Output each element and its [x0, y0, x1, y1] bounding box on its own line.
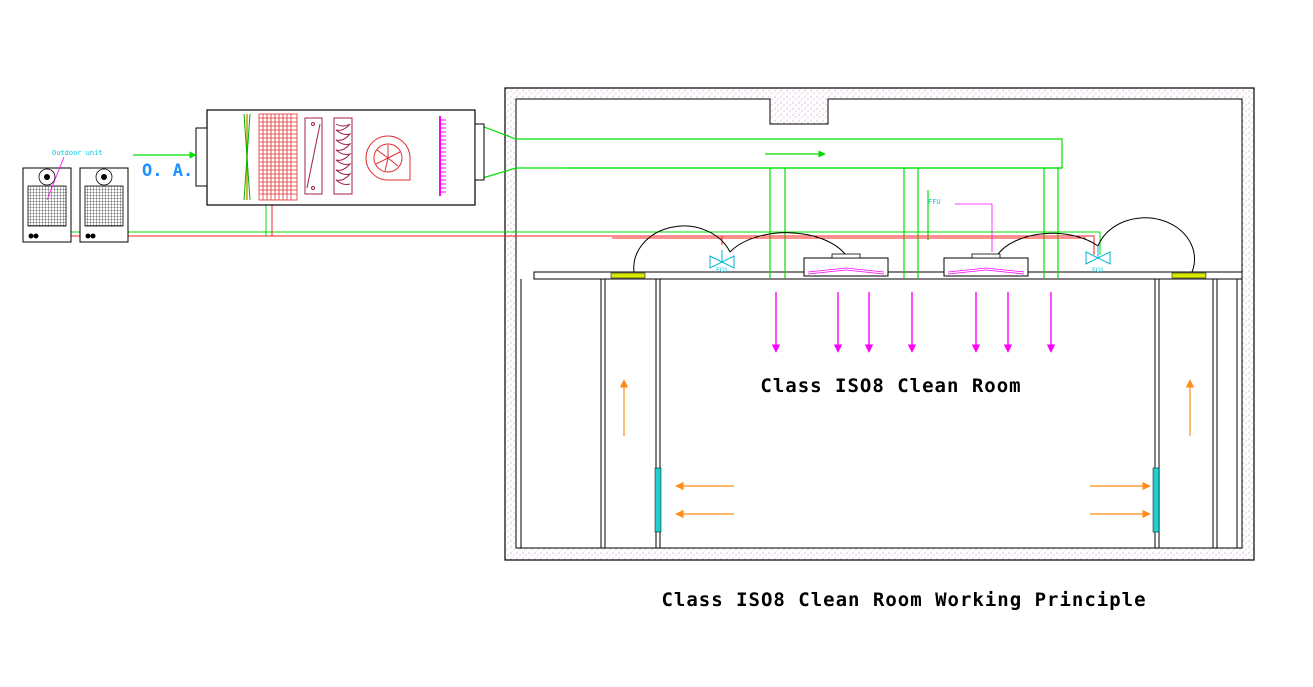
- outdoor-air-label: O. A.: [142, 161, 193, 181]
- diagram-title: Class ISO8 Clean Room Working Principle: [661, 589, 1146, 611]
- left-return-grille: [654, 467, 662, 533]
- fcu-right-label: FCU: [1092, 267, 1103, 274]
- cooling-coil-icon: [258, 113, 298, 201]
- centrifugal-fan-icon: [365, 135, 411, 181]
- right-ceiling-filter: [1171, 272, 1207, 279]
- left-ceiling-filter: [610, 272, 646, 279]
- ffu-unit-left: [803, 253, 889, 277]
- damper-icon: [304, 117, 323, 195]
- fcu-left: [709, 250, 735, 269]
- outdoor-unit-label: Outdoor unit: [52, 149, 103, 157]
- room-name-label: Class ISO8 Clean Room: [760, 375, 1021, 397]
- hepa-filter-icon: [439, 116, 446, 196]
- refrigerant-piping: [70, 205, 1101, 255]
- pre-filter-icon: [243, 113, 251, 201]
- ffu-leader: [955, 203, 993, 252]
- outdoor-unit-leader: [46, 156, 65, 201]
- outdoor-unit-right: [79, 167, 129, 243]
- building-shell: [504, 87, 1255, 561]
- ffu-unit-right: [943, 253, 1029, 277]
- left-return-column: [520, 279, 662, 548]
- fan-coil-valve-icon: FCU FCU: [709, 246, 1111, 274]
- fcu-right: [1085, 246, 1111, 265]
- downflow-arrows: [771, 292, 1056, 353]
- air-handling-unit: [195, 109, 485, 206]
- distribution-arcs: [633, 217, 1196, 273]
- right-return-column: [1152, 279, 1238, 548]
- return-air-arrows: [619, 379, 1195, 519]
- medium-filter-icon: [333, 117, 353, 195]
- outdoor-condenser-icon: [22, 167, 129, 243]
- outdoor-unit-left: [22, 167, 72, 243]
- fcu-left-label: FCU: [716, 267, 727, 274]
- right-return-grille: [1152, 467, 1160, 533]
- main-supply-duct: [475, 123, 1063, 278]
- ffu-label: FFU: [928, 198, 941, 206]
